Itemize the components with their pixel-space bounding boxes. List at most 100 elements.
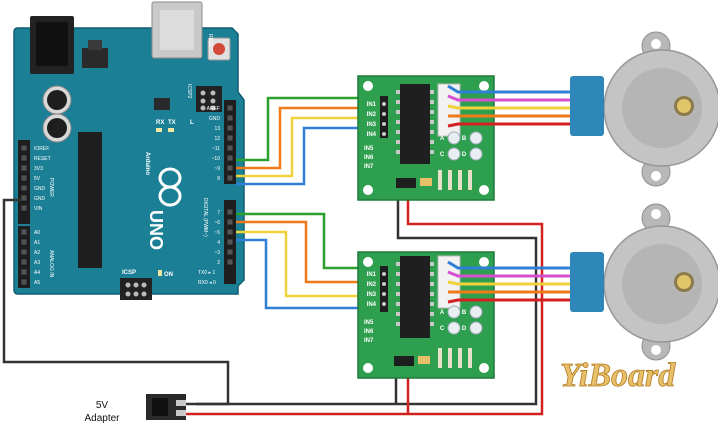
header-pin — [21, 195, 27, 201]
header-pin — [21, 239, 27, 245]
header-pin — [227, 165, 233, 171]
pin-label: ~10 — [212, 156, 221, 162]
driver-led-label: C — [440, 326, 445, 332]
driver-input-label: IN1 — [367, 272, 377, 278]
header-pin — [227, 135, 233, 141]
driver2-input-header — [380, 266, 388, 312]
driver1-resistors — [438, 170, 472, 190]
icsp2-header — [196, 86, 222, 112]
driver-extra-input-label: IN7 — [364, 164, 374, 170]
driver-input-pin — [382, 302, 386, 306]
header-pin — [227, 209, 233, 215]
header-pin — [227, 115, 233, 121]
pin-label: ~9 — [214, 166, 220, 172]
header-pin — [21, 249, 27, 255]
adapter-label-line2: Adapter — [84, 413, 120, 424]
driver2-power-header — [394, 356, 414, 366]
driver-input-label: IN4 — [367, 302, 377, 308]
header-pin — [227, 155, 233, 161]
driver-input-pin — [382, 132, 386, 136]
dc-adapter-jack — [146, 394, 186, 420]
pin-label: GND — [34, 186, 46, 192]
driver-extra-input-label: IN6 — [364, 155, 374, 161]
driver-extra-input-label: IN7 — [364, 338, 374, 344]
driver-led — [447, 305, 461, 319]
tx0-label: TX0 ▸ 1 — [198, 270, 215, 276]
yiboard-logo: YiBoard — [560, 357, 676, 394]
driver1-power-header — [396, 178, 416, 188]
pin-label: VIN — [34, 206, 43, 212]
pin-label: 12 — [214, 136, 220, 142]
arduino-uno-board: RESET ICSP2 TX RX L Arduino UNO AREF GND — [13, 1, 245, 300]
header-pin — [227, 105, 233, 111]
pin-label: ~3 — [214, 250, 220, 256]
driver-led-label: A — [440, 136, 445, 142]
arduino-brand-label: Arduino — [144, 152, 150, 175]
pin-label: A2 — [34, 250, 40, 256]
header-pin — [21, 205, 27, 211]
driver2-resistors — [438, 348, 472, 368]
stepper-motor-1 — [570, 31, 718, 187]
header-pin — [227, 249, 233, 255]
driver-input-label: IN1 — [367, 102, 377, 108]
driver-led — [469, 305, 483, 319]
driver-led — [469, 321, 483, 335]
driver-led — [447, 131, 461, 145]
l-label: L — [190, 120, 194, 126]
header-pin — [227, 145, 233, 151]
header-pin — [21, 165, 27, 171]
header-pin — [227, 175, 233, 181]
driver-input-pin — [382, 282, 386, 286]
icsp-header — [120, 278, 152, 300]
uno-label: UNO — [146, 210, 166, 250]
header-pin — [227, 229, 233, 235]
pin-label: ~6 — [214, 220, 220, 226]
pin-label: 3V3 — [34, 166, 43, 172]
driver-led — [469, 147, 483, 161]
arduino-logo: Arduino UNO — [144, 152, 182, 250]
pin-label: AREF — [207, 106, 220, 112]
uln2003-chip-1 — [400, 84, 430, 164]
driver-input-label: IN2 — [367, 112, 377, 118]
driver1-input-header — [380, 96, 388, 138]
header-pin — [227, 259, 233, 265]
pin-label: A4 — [34, 270, 40, 276]
on-label: ON — [164, 272, 173, 278]
driver-input-pin — [382, 292, 386, 296]
driver-led — [447, 147, 461, 161]
driver-input-pin — [382, 122, 386, 126]
driver-input-label: IN4 — [367, 132, 377, 138]
rx0-label: RX0 ◂ 0 — [198, 280, 216, 286]
pin-label: 4 — [217, 240, 220, 246]
uln2003-chip-2 — [400, 256, 430, 338]
pin-label: ~11 — [212, 146, 220, 152]
driver-extra-input-label: IN5 — [364, 320, 374, 326]
header-pin — [21, 229, 27, 235]
driver-led-label: D — [462, 152, 467, 158]
driver-led — [447, 321, 461, 335]
power-label: POWER — [48, 178, 54, 197]
icsp2-label: ICSP2 — [186, 84, 192, 99]
rx-label: RX — [156, 120, 164, 126]
reset-label: RESET — [207, 34, 213, 51]
wires-power — [2, 180, 544, 416]
tx-label: TX — [168, 120, 176, 126]
motor1-wire-bundle — [447, 84, 582, 128]
pin-label: GND — [34, 196, 46, 202]
motor2-wire-bundle — [447, 260, 582, 304]
driver-extra-input-label: IN5 — [364, 146, 374, 152]
pin-label: 7 — [217, 210, 220, 216]
driver-led-label: C — [440, 152, 445, 158]
driver-input-label: IN3 — [367, 292, 377, 298]
pin-label: 5V — [34, 176, 41, 182]
pin-label: IOREF — [34, 146, 49, 152]
icsp-label: ICSP — [122, 270, 136, 276]
pin-label: RESET — [34, 156, 51, 162]
driver-input-pin — [382, 112, 386, 116]
analog-header — [18, 226, 30, 288]
pin-label: A0 — [34, 230, 40, 236]
atmega-chip — [78, 132, 102, 268]
